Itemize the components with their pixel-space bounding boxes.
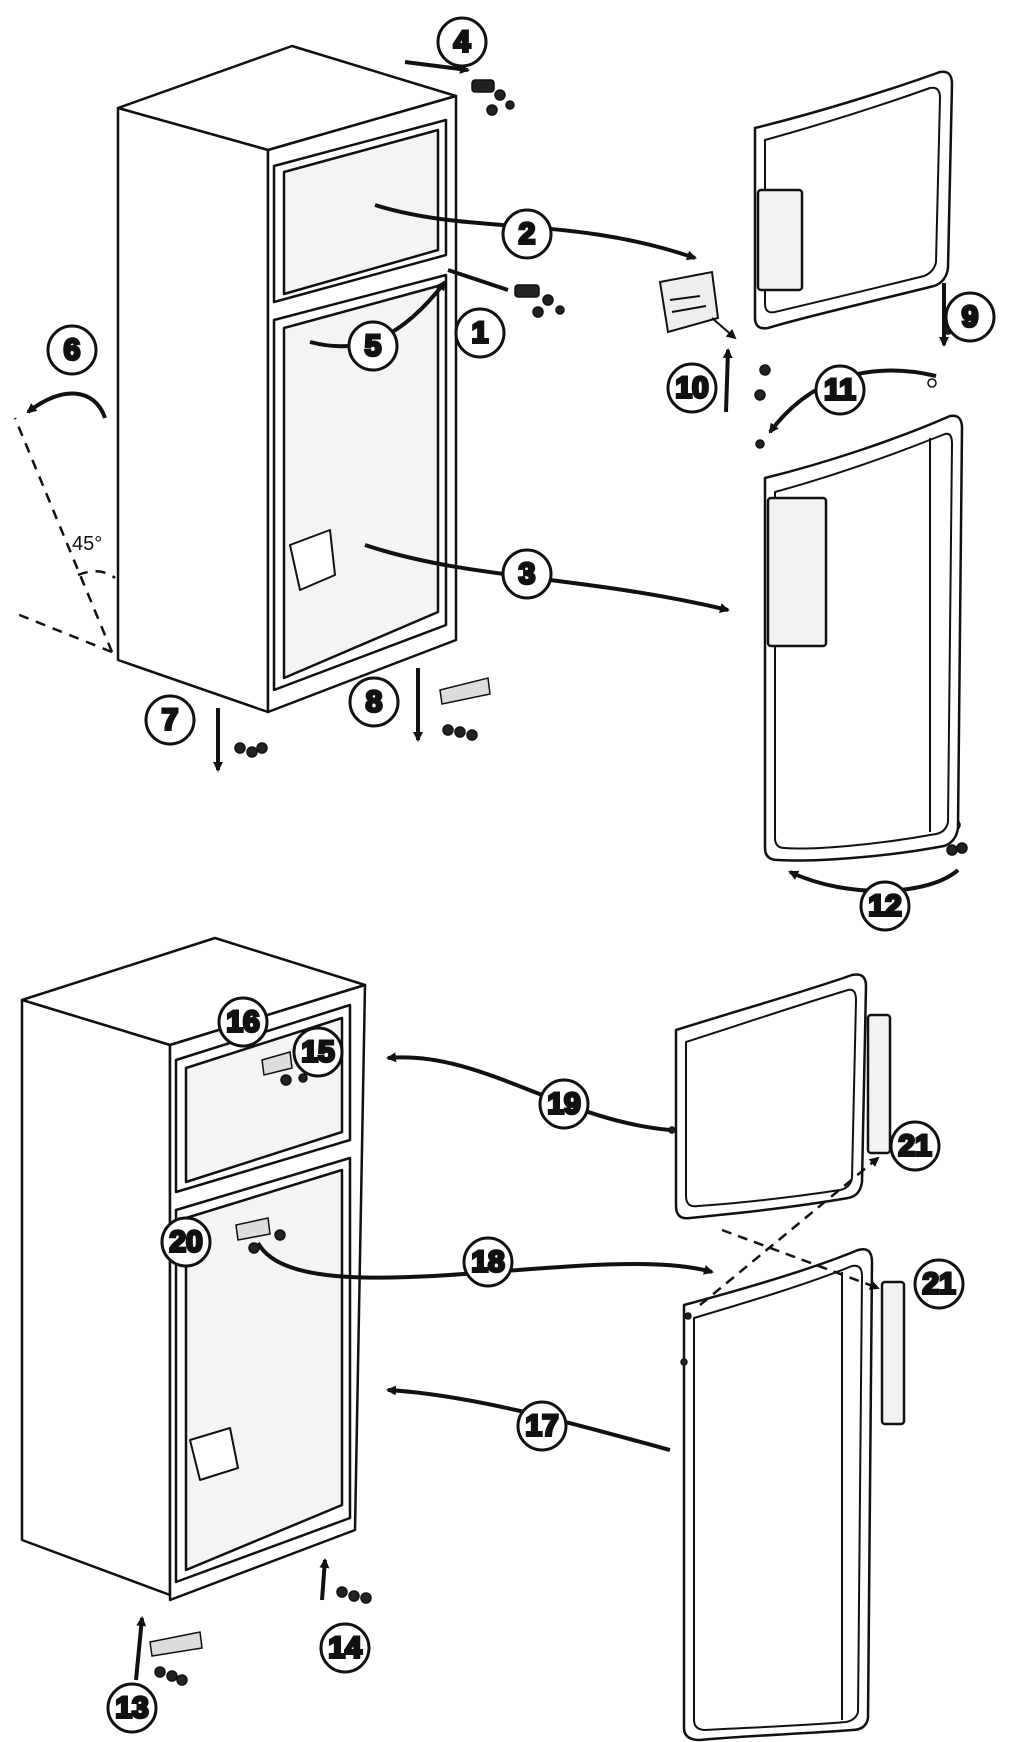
step-1-callout: 1: [454, 307, 506, 359]
step-callouts: 1 2 3 4 5 6 7 8 9 10 11 12 13 14 15 16 1…: [46, 16, 996, 1734]
svg-text:10: 10: [675, 372, 708, 405]
step-20-callout: 20: [160, 1216, 212, 1268]
svg-text:4: 4: [454, 26, 471, 59]
step-3-callout: 3: [501, 548, 553, 600]
step-15-callout: 15: [292, 1026, 344, 1078]
svg-text:21: 21: [898, 1130, 931, 1163]
svg-text:6: 6: [64, 334, 81, 367]
tilt-angle-guides: [11, 417, 116, 654]
svg-text:20: 20: [169, 1226, 202, 1259]
svg-text:19: 19: [547, 1088, 580, 1121]
step-11-callout: 11: [814, 364, 866, 416]
step-10-callout: 10: [666, 362, 718, 414]
svg-text:15: 15: [301, 1036, 334, 1069]
svg-text:11: 11: [824, 374, 856, 407]
step-8-callout: 8: [348, 676, 400, 728]
step-12-callout: 12: [859, 880, 911, 932]
step-21-callout-lower: 21: [913, 1258, 965, 1310]
tilt-angle-label: 45°: [72, 533, 102, 555]
step-19-callout: 19: [538, 1078, 590, 1130]
step-13-callout: 13: [106, 1682, 158, 1734]
step-2-callout: 2: [501, 208, 553, 260]
step-18-callout: 18: [462, 1236, 514, 1288]
svg-text:12: 12: [868, 890, 901, 923]
step-14-callout: 14: [319, 1622, 371, 1674]
hardware-parts-bottom: [149, 1051, 692, 1686]
svg-text:7: 7: [162, 704, 179, 737]
svg-text:13: 13: [115, 1692, 148, 1725]
freezer-door-top: [753, 70, 954, 330]
svg-text:9: 9: [962, 301, 979, 334]
hinge-bag: [658, 270, 737, 340]
svg-text:5: 5: [365, 330, 382, 363]
fridge-cabinet-top: [116, 44, 458, 714]
arrows-bottom: [134, 1052, 714, 1681]
fridge-door-bottom: [682, 1248, 906, 1742]
step-21-callout-upper: 21: [889, 1120, 941, 1172]
svg-text:2: 2: [519, 218, 536, 251]
dashed-guides-bottom: [699, 1156, 880, 1306]
step-16-callout: 16: [217, 996, 269, 1048]
svg-text:14: 14: [328, 1632, 362, 1665]
fridge-cabinet-bottom: [20, 936, 367, 1602]
svg-text:3: 3: [519, 558, 536, 591]
step-7-callout: 7: [144, 694, 196, 746]
step-4-callout: 4: [436, 16, 488, 68]
svg-text:17: 17: [525, 1410, 558, 1443]
fridge-door-top: [763, 414, 964, 862]
step-6-callout: 6: [46, 324, 98, 376]
step-17-callout: 17: [516, 1400, 568, 1452]
svg-text:1: 1: [472, 317, 489, 350]
freezer-door-bottom: [674, 973, 892, 1220]
svg-text:18: 18: [471, 1246, 504, 1279]
svg-text:16: 16: [226, 1006, 259, 1039]
svg-text:21: 21: [922, 1268, 955, 1301]
step-9-callout: 9: [944, 291, 996, 343]
svg-text:8: 8: [366, 686, 383, 719]
step-5-callout: 5: [347, 320, 399, 372]
